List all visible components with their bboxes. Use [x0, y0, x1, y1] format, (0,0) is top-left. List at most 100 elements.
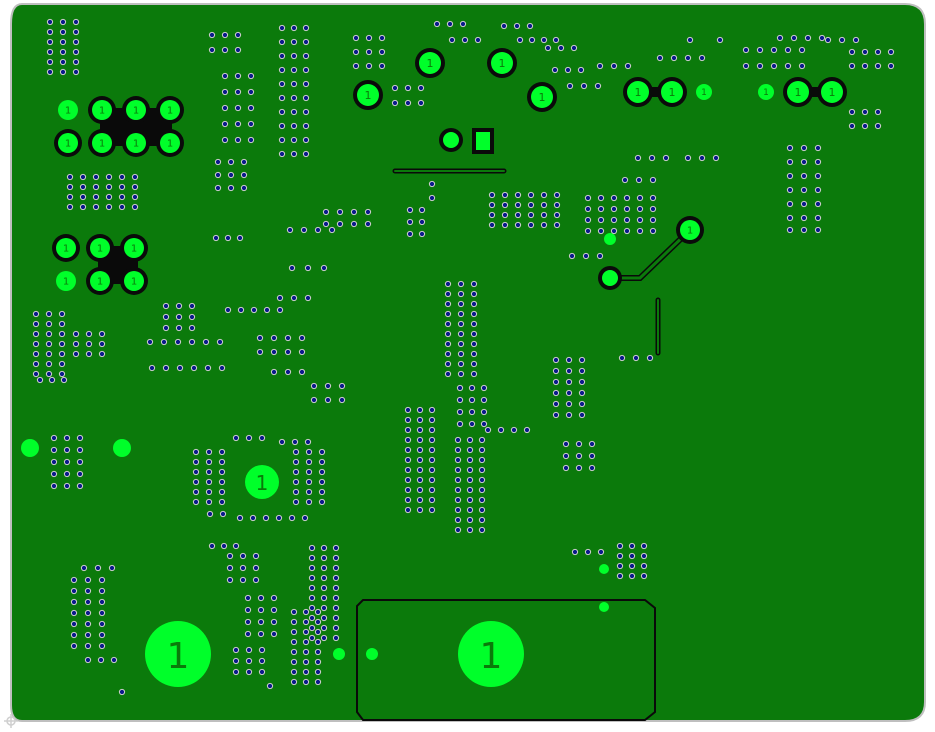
via — [46, 28, 54, 36]
via — [208, 31, 216, 39]
via — [404, 436, 412, 444]
via — [649, 205, 657, 213]
via — [636, 227, 644, 235]
via — [46, 38, 54, 46]
via — [188, 313, 196, 321]
via — [457, 310, 465, 318]
via — [79, 203, 87, 211]
via — [649, 176, 657, 184]
via — [258, 646, 266, 654]
via — [63, 434, 71, 442]
via — [456, 396, 464, 404]
via — [800, 158, 808, 166]
via — [318, 498, 326, 506]
via — [457, 360, 465, 368]
via — [488, 191, 496, 199]
via — [786, 172, 794, 180]
via — [72, 48, 80, 56]
pad — [160, 100, 180, 120]
via — [861, 62, 869, 70]
via — [46, 48, 54, 56]
via — [58, 330, 66, 338]
via — [314, 618, 322, 626]
pad-label-left: 1 — [167, 636, 190, 677]
via — [59, 48, 67, 56]
via — [597, 548, 605, 556]
via — [324, 396, 332, 404]
pad-pin-label: 1 — [65, 139, 71, 150]
via — [292, 448, 300, 456]
via — [527, 221, 535, 229]
via — [428, 180, 436, 188]
via — [510, 426, 518, 434]
via — [58, 350, 66, 358]
via — [290, 122, 298, 130]
via — [562, 440, 570, 448]
via — [266, 682, 274, 690]
via — [70, 642, 78, 650]
via — [221, 120, 229, 128]
via — [284, 334, 292, 342]
via — [480, 420, 488, 428]
via — [302, 122, 310, 130]
via — [318, 468, 326, 476]
pad — [680, 220, 700, 240]
via — [457, 300, 465, 308]
via — [174, 338, 182, 346]
via — [416, 506, 424, 514]
via — [454, 496, 462, 504]
via — [338, 396, 346, 404]
pad — [602, 270, 618, 286]
via — [526, 22, 534, 30]
via — [290, 108, 298, 116]
pad-pin-label: 1 — [97, 277, 103, 288]
via — [298, 334, 306, 342]
via — [278, 38, 286, 46]
pad — [821, 81, 843, 103]
via — [118, 203, 126, 211]
via — [514, 211, 522, 219]
via — [514, 221, 522, 229]
via — [404, 506, 412, 514]
via — [459, 20, 467, 28]
via — [205, 488, 213, 496]
via — [444, 360, 452, 368]
via — [237, 306, 245, 314]
via — [304, 264, 312, 272]
via — [588, 452, 596, 460]
via — [428, 486, 436, 494]
via — [270, 368, 278, 376]
crosshair-origin-icon — [4, 714, 18, 728]
via — [365, 34, 373, 42]
via — [636, 216, 644, 224]
via — [98, 598, 106, 606]
via — [252, 552, 260, 560]
via — [320, 594, 328, 602]
via — [470, 290, 478, 298]
via — [232, 668, 240, 676]
via — [80, 564, 88, 572]
via — [84, 620, 92, 628]
via — [221, 72, 229, 80]
via — [320, 554, 328, 562]
via — [470, 340, 478, 348]
via — [416, 436, 424, 444]
via — [314, 608, 322, 616]
via — [244, 630, 252, 638]
via — [302, 608, 310, 616]
pad — [787, 81, 809, 103]
via — [284, 348, 292, 356]
square-pad — [472, 128, 494, 154]
via — [428, 496, 436, 504]
via — [418, 218, 426, 226]
pad — [419, 52, 441, 74]
via — [302, 94, 310, 102]
via — [320, 564, 328, 572]
via — [290, 66, 298, 74]
via — [861, 122, 869, 130]
via — [290, 668, 298, 676]
via — [72, 350, 80, 358]
via — [110, 656, 118, 664]
pad-pin-label: 1 — [669, 86, 676, 99]
